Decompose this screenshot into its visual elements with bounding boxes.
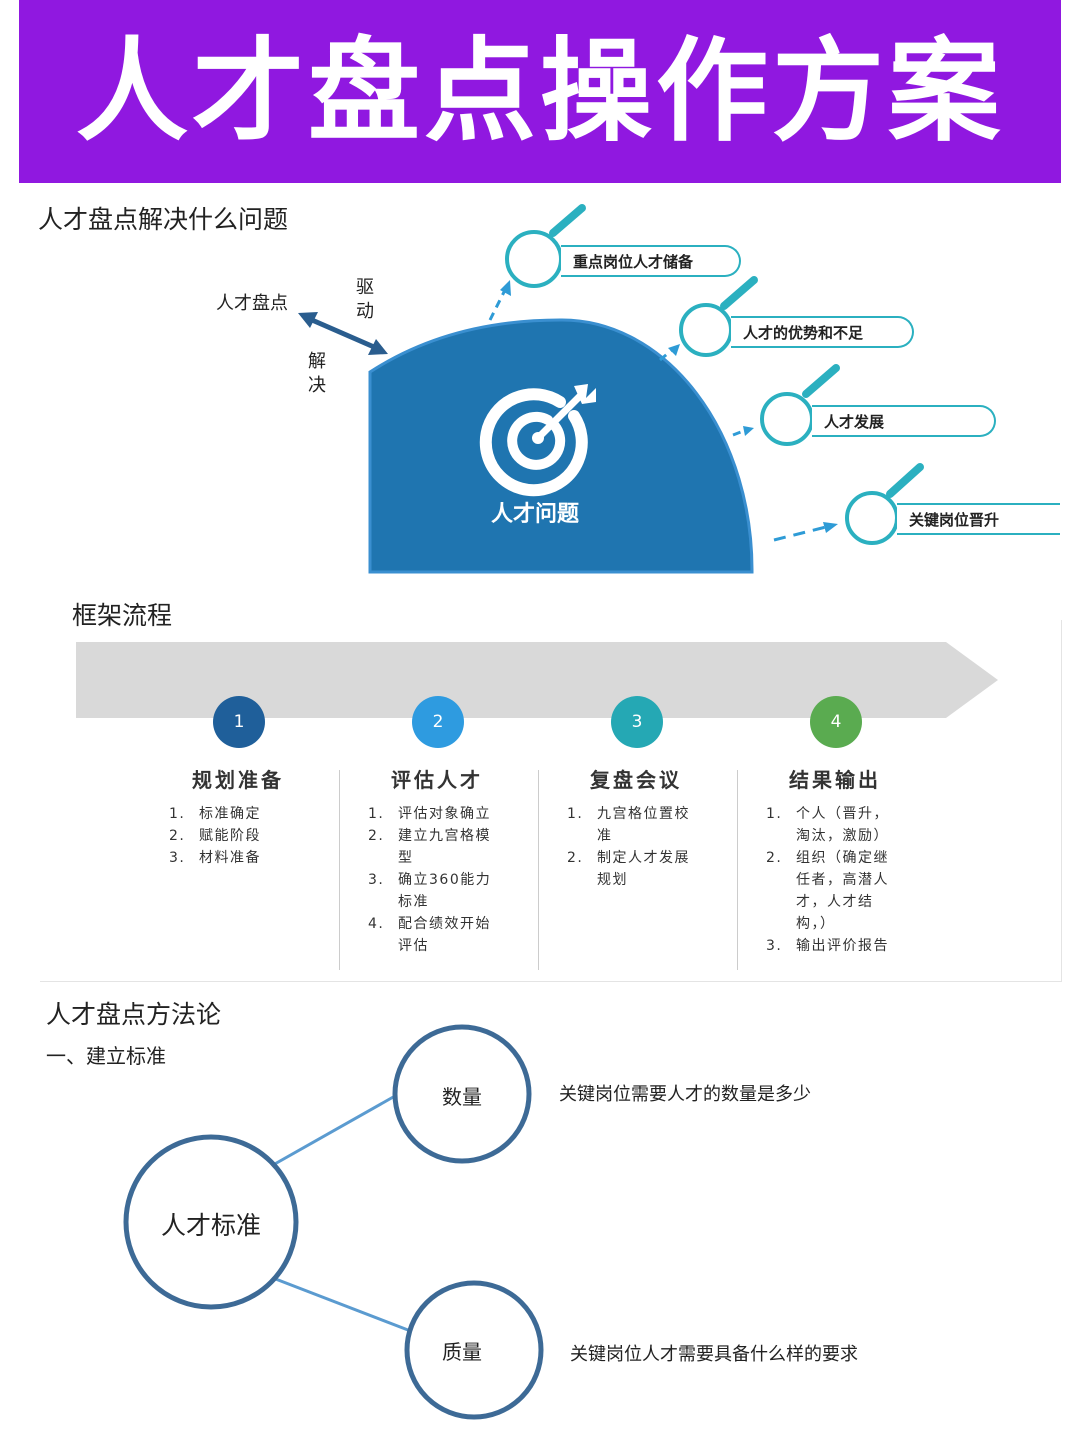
- drive-label: 驱动: [356, 277, 374, 322]
- section3-subtitle: 一、建立标准: [46, 1044, 166, 1068]
- quantity-circle: [392, 1024, 532, 1164]
- quantity-description: 关键岗位需要人才的数量是多少: [559, 1084, 811, 1105]
- arrow-head-right-icon: [368, 339, 388, 355]
- step-3-list: 1.九宫格位置校准 2.制定人才发展规划: [541, 803, 701, 891]
- list-item: 3.材料准备: [169, 850, 261, 866]
- dashed-arrow-2: [659, 348, 673, 362]
- dashed-arrow-4: [773, 525, 827, 542]
- arrow-head-1-icon: [500, 280, 511, 296]
- arrow-head-left-icon: [298, 312, 318, 328]
- title-banner: 人才盘点操作方案: [19, 0, 1061, 183]
- list-item: 2.建立九宫格模型: [368, 828, 491, 866]
- flow-arrow-shape: [76, 642, 998, 718]
- section1-title: 人才盘点解决什么问题: [38, 205, 289, 234]
- step-divider-2: [538, 770, 539, 970]
- talent-standard-label: 人才标准: [160, 1211, 261, 1240]
- page-title: 人才盘点操作方案: [76, 26, 1004, 157]
- quantity-label: 数量: [442, 1085, 482, 1109]
- problem-item-1: 重点岗位人才储备: [561, 245, 741, 277]
- step-2-list: 1.评估对象确立 2.建立九宫格模型 3.确立360能力标准 4.配合绩效开始评…: [342, 803, 502, 957]
- problem-diagram: [298, 204, 924, 574]
- step-2-circle: 2: [412, 696, 464, 748]
- list-item: 3.确立360能力标准: [368, 872, 492, 910]
- list-item: 1.标准确定: [169, 806, 261, 822]
- arrow-head-3-icon: [743, 426, 754, 436]
- list-item: 3.输出评价报告: [766, 938, 889, 954]
- step-1-list: 1.标准确定 2.赋能阶段 3.材料准备: [143, 803, 333, 869]
- problem-item-3: 人才发展: [812, 405, 996, 437]
- talent-review-label: 人才盘点: [216, 293, 288, 314]
- step-1-column: 规划准备 1.标准确定 2.赋能阶段 3.材料准备: [143, 764, 333, 869]
- step-4-title: 结果输出: [789, 768, 881, 792]
- step-divider-1: [339, 770, 340, 970]
- quality-circle: [404, 1280, 544, 1420]
- talent-problem-label: 人才问题: [490, 502, 579, 527]
- step-3-title: 复盘会议: [590, 768, 682, 792]
- step-4-column: 结果输出 1.个人（晋升，淘汰，激励） 2.组织（确定继任者，高潜人才，人才结构…: [740, 764, 930, 957]
- arrow-head-2-icon: [668, 344, 680, 356]
- step-divider-3: [737, 770, 738, 970]
- section3-title: 人才盘点方法论: [46, 1000, 222, 1029]
- step-1-circle: 1: [213, 696, 265, 748]
- connector-quantity: [272, 1094, 396, 1167]
- step-4-list: 1.个人（晋升，淘汰，激励） 2.组织（确定继任者，高潜人才，人才结构，） 3.…: [740, 803, 900, 957]
- list-item: 4.配合绩效开始评估: [368, 916, 491, 954]
- framework-box: [40, 620, 1062, 982]
- solve-label: 解决: [308, 351, 326, 396]
- section2-title: 框架流程: [72, 601, 173, 630]
- arrow-head-4-icon: [823, 522, 838, 533]
- list-item: 2.赋能阶段: [169, 828, 261, 844]
- step-3-circle: 3: [611, 696, 663, 748]
- connector-quality: [272, 1276, 409, 1332]
- problem-item-2: 人才的优势和不足: [731, 316, 914, 348]
- step-1-title: 规划准备: [192, 768, 284, 792]
- step-2-title: 评估人才: [391, 768, 483, 792]
- target-icon: [479, 384, 596, 497]
- step-2-column: 评估人才 1.评估对象确立 2.建立九宫格模型 3.确立360能力标准 4.配合…: [342, 764, 532, 957]
- step-4-circle: 4: [810, 696, 862, 748]
- step-3-column: 复盘会议 1.九宫格位置校准 2.制定人才发展规划: [541, 764, 731, 891]
- list-item: 1.个人（晋升，淘汰，激励）: [766, 806, 889, 844]
- problem-item-4: 关键岗位晋升: [897, 503, 1060, 535]
- standard-diagram: [123, 1024, 544, 1420]
- list-item: 1.评估对象确立: [368, 806, 491, 822]
- list-item: 2.制定人才发展规划: [567, 850, 690, 888]
- quality-label: 质量: [442, 1340, 482, 1364]
- talent-standard-circle: [123, 1134, 299, 1310]
- list-item: 2.组织（确定继任者，高潜人才，人才结构，）: [766, 850, 889, 932]
- flow-arrow: [76, 642, 998, 718]
- list-item: 1.九宫格位置校准: [567, 806, 690, 844]
- quality-description: 关键岗位人才需要具备什么样的要求: [570, 1344, 858, 1365]
- dashed-arrow-3: [732, 428, 747, 437]
- dashed-arrow-1: [488, 287, 508, 321]
- drive-solve-arrow-line: [311, 317, 375, 350]
